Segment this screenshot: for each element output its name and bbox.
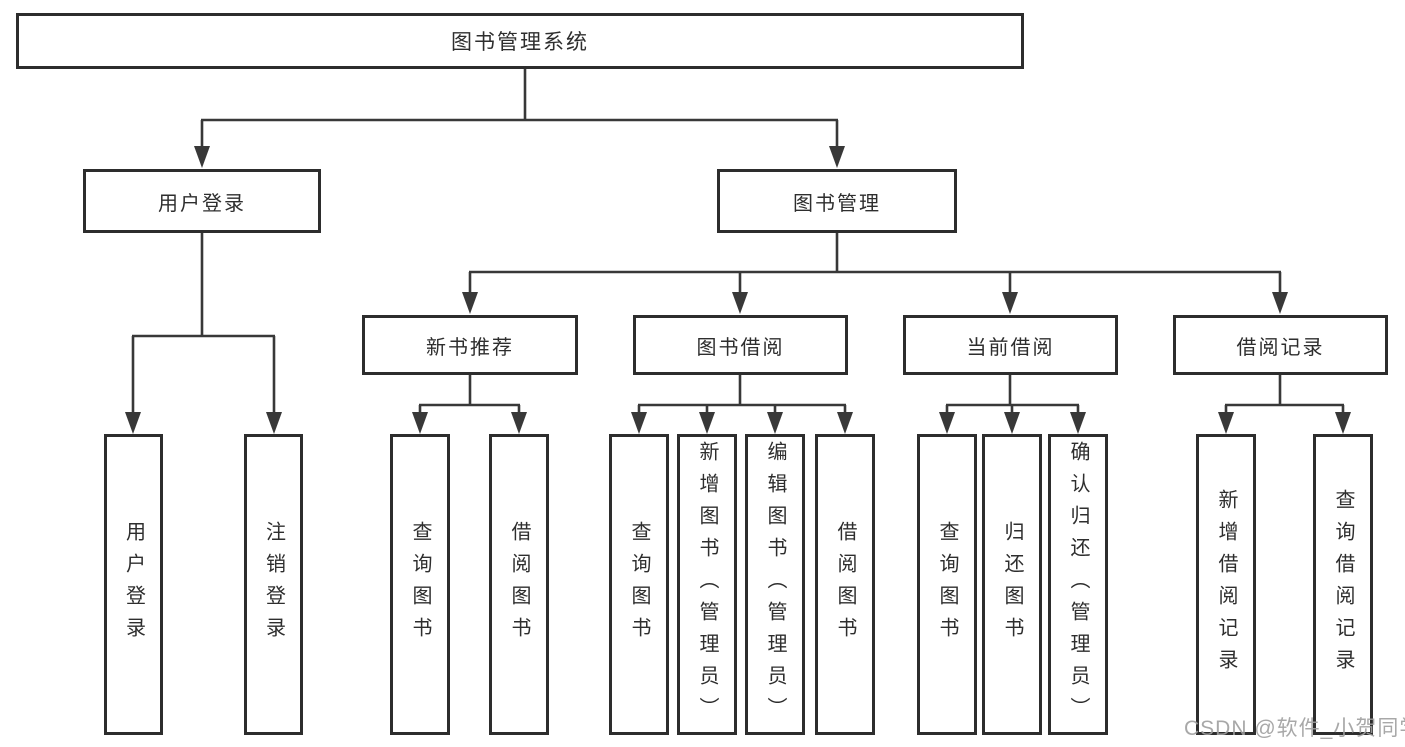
leaf-borrow-edit-books-admin-label: 编辑图书（管理员） [764, 440, 786, 729]
leaf-user-login-label: 用户登录 [122, 520, 145, 649]
node-root-system: 图书管理系统 [16, 13, 1024, 69]
node-root-label: 图书管理系统 [451, 31, 589, 54]
node-current-borrowing-label: 当前借阅 [966, 336, 1055, 359]
leaf-current-return-books: 归还图书 [982, 434, 1042, 735]
node-book-borrowing-label: 图书借阅 [696, 336, 785, 359]
leaf-current-query-books: 查询图书 [917, 434, 977, 735]
node-new-book-recommend: 新书推荐 [362, 315, 578, 375]
leaf-records-query-record-label: 查询借阅记录 [1332, 488, 1354, 681]
leaf-borrow-edit-books-admin: 编辑图书（管理员） [745, 434, 805, 735]
leaf-logout-label: 注销登录 [262, 520, 285, 649]
leaf-borrow-borrow-books-label: 借阅图书 [834, 520, 856, 649]
leaf-records-add-record-label: 新增借阅记录 [1215, 488, 1237, 681]
node-user-login: 用户登录 [83, 169, 321, 233]
node-current-borrowing: 当前借阅 [903, 315, 1118, 375]
leaf-recommend-query-books: 查询图书 [390, 434, 450, 735]
node-borrowing-records: 借阅记录 [1173, 315, 1388, 375]
csdn-watermark: CSDN @软件_小贺同学 [1184, 717, 1405, 740]
arrowheads [125, 146, 1351, 434]
leaf-recommend-query-books-label: 查询图书 [409, 520, 431, 649]
leaf-borrow-query-books-label: 查询图书 [628, 520, 650, 649]
leaf-borrow-borrow-books: 借阅图书 [815, 434, 875, 735]
leaf-current-query-books-label: 查询图书 [936, 520, 958, 649]
leaf-records-query-record: 查询借阅记录 [1313, 434, 1373, 735]
node-new-book-recommend-label: 新书推荐 [426, 336, 514, 359]
node-book-borrowing: 图书借阅 [633, 315, 848, 375]
leaf-user-login: 用户登录 [104, 434, 163, 735]
node-borrowing-records-label: 借阅记录 [1236, 336, 1325, 359]
node-user-login-label: 用户登录 [158, 192, 246, 215]
leaf-logout: 注销登录 [244, 434, 303, 735]
leaf-current-confirm-return-admin-label: 确认归还（管理员） [1067, 440, 1089, 729]
node-book-management-label: 图书管理 [793, 192, 881, 215]
leaf-borrow-add-books-admin: 新增图书（管理员） [677, 434, 737, 735]
leaf-borrow-query-books: 查询图书 [609, 434, 669, 735]
leaf-current-return-books-label: 归还图书 [1001, 520, 1023, 649]
leaf-recommend-borrow-books: 借阅图书 [489, 434, 549, 735]
leaf-current-confirm-return-admin: 确认归还（管理员） [1048, 434, 1108, 735]
leaf-records-add-record: 新增借阅记录 [1196, 434, 1256, 735]
leaf-borrow-add-books-admin-label: 新增图书（管理员） [696, 440, 718, 729]
leaf-recommend-borrow-books-label: 借阅图书 [508, 520, 530, 649]
node-book-management: 图书管理 [717, 169, 957, 233]
